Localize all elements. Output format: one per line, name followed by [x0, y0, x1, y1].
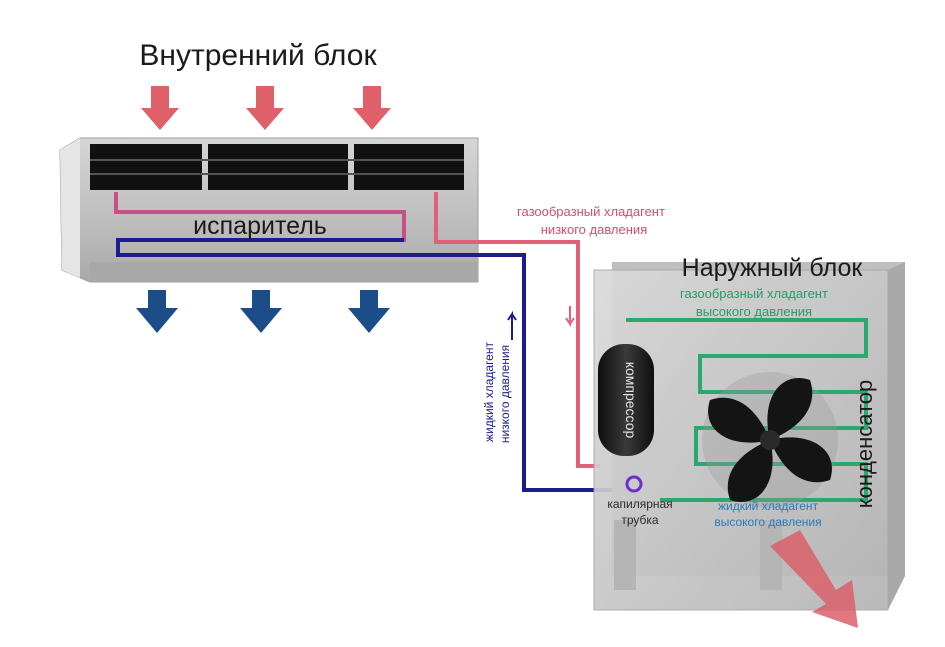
indoor-unit-title: Внутренний блок	[139, 39, 377, 72]
cool-arrow	[348, 290, 390, 333]
low-pressure-liquid-label-2: низкого давления	[498, 345, 512, 443]
low-pressure-gas-label-2: низкого давления	[541, 222, 647, 237]
warm-arrow	[246, 86, 284, 130]
warm-arrow	[141, 86, 179, 130]
indoor-unit-bottom	[90, 262, 478, 282]
outdoor-unit: компрессор	[593, 262, 905, 611]
high-pressure-liquid-label-1: жидкий хладагент	[718, 499, 818, 513]
hot-air-arrow	[770, 530, 858, 628]
high-pressure-gas-label-1: газообразный хладагент	[680, 286, 828, 301]
outdoor-unit-title: Наружный блок	[682, 254, 864, 282]
low-pressure-gas-label-1: газообразный хладагент	[517, 204, 665, 219]
condenser-coil	[626, 318, 868, 502]
fan-blade	[767, 378, 813, 440]
outdoor-unit-leg	[760, 520, 782, 590]
cool-arrow	[136, 290, 178, 333]
fan-blade	[727, 440, 773, 502]
compressor-label: компрессор	[623, 362, 639, 439]
capillary-tube-coil	[625, 475, 643, 493]
cool-arrow	[240, 290, 282, 333]
high-pressure-liquid-label-2: высокого давления	[714, 515, 821, 529]
warm-air-arrows	[141, 86, 391, 130]
refrigerant-lines	[114, 192, 636, 492]
low-pressure-liquid-label-1: жидкий хладагент	[482, 342, 496, 442]
capillary-label-2: трубка	[621, 513, 659, 527]
gas-return-line	[434, 192, 600, 468]
flow-arrow-up	[507, 310, 517, 340]
warm-arrow	[353, 86, 391, 130]
indoor-unit	[59, 137, 479, 283]
indoor-unit-front	[60, 138, 80, 278]
fan-blade	[708, 397, 770, 443]
fan-blade	[770, 437, 832, 483]
outdoor-unit-side	[888, 262, 905, 610]
outdoor-unit-leg	[614, 520, 636, 590]
condenser-label: конденсатор	[852, 380, 877, 509]
evaporator-label: испаритель	[193, 212, 327, 240]
capillary-label-1: капилярная	[607, 497, 672, 511]
evaporator-fins	[90, 144, 464, 190]
high-pressure-gas-label-2: высокого давления	[696, 304, 812, 319]
cool-air-arrows	[136, 290, 390, 333]
low-pressure-liquid-line	[116, 238, 636, 492]
fan	[702, 372, 838, 508]
flow-arrow-down	[565, 306, 575, 328]
fan-hub	[760, 430, 780, 450]
compressor: компрессор	[598, 344, 654, 456]
